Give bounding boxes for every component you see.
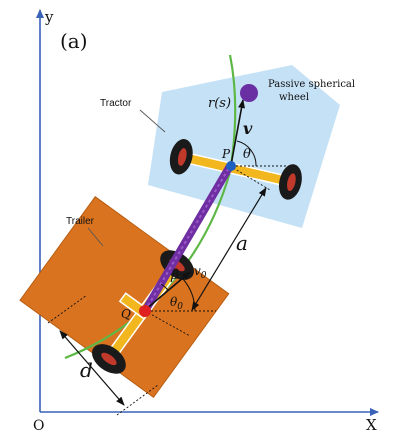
theta-angle-arc [236, 140, 257, 167]
tractor-label: Tractor [100, 98, 132, 109]
dimension-a-arrow [191, 187, 267, 311]
path-label: r(s) [208, 96, 231, 111]
dimension-d-arrow [59, 330, 125, 406]
velocity-vector-v [230, 99, 245, 166]
dimension-d-ext-top [47, 294, 88, 324]
dimension-d-ext-bottom [116, 384, 159, 416]
x-axis-label: X [366, 416, 377, 434]
velocity-v0-label: v0 [194, 264, 207, 281]
beta-label: β [170, 267, 179, 283]
beta-angle-arc [160, 283, 169, 291]
dimension-a-label: a [236, 231, 248, 255]
velocity-vector-v0 [144, 271, 191, 311]
y-axis-label: y [44, 8, 54, 26]
passive-spherical-wheel [240, 84, 258, 102]
velocity-v-label: v [243, 119, 253, 138]
origin-label: O [33, 418, 44, 434]
tractor-point-P [226, 161, 236, 171]
tractor-right-wheel [278, 164, 302, 200]
point-P-label: P [221, 147, 231, 161]
hitch-point-Q [139, 305, 151, 317]
theta0-label: θ0 [170, 295, 183, 312]
trailer-label: Trailer [66, 216, 95, 227]
passive-wheel-label-line2: wheel [279, 92, 309, 103]
trailer-leader [87, 227, 104, 247]
panel-label: (a) [60, 29, 88, 53]
tractor-leader [139, 109, 166, 133]
tractor-left-wheel [169, 139, 193, 175]
passive-wheel-label-line1: Passive spherical [268, 79, 355, 90]
theta-label: θ [243, 147, 251, 162]
dimension-a-ext-Q [144, 310, 191, 337]
theta0-subscript: 0 [177, 302, 183, 312]
dimension-d-label: d [80, 358, 93, 382]
point-Q-label: Q [121, 307, 131, 321]
v0-subscript: 0 [201, 271, 207, 281]
